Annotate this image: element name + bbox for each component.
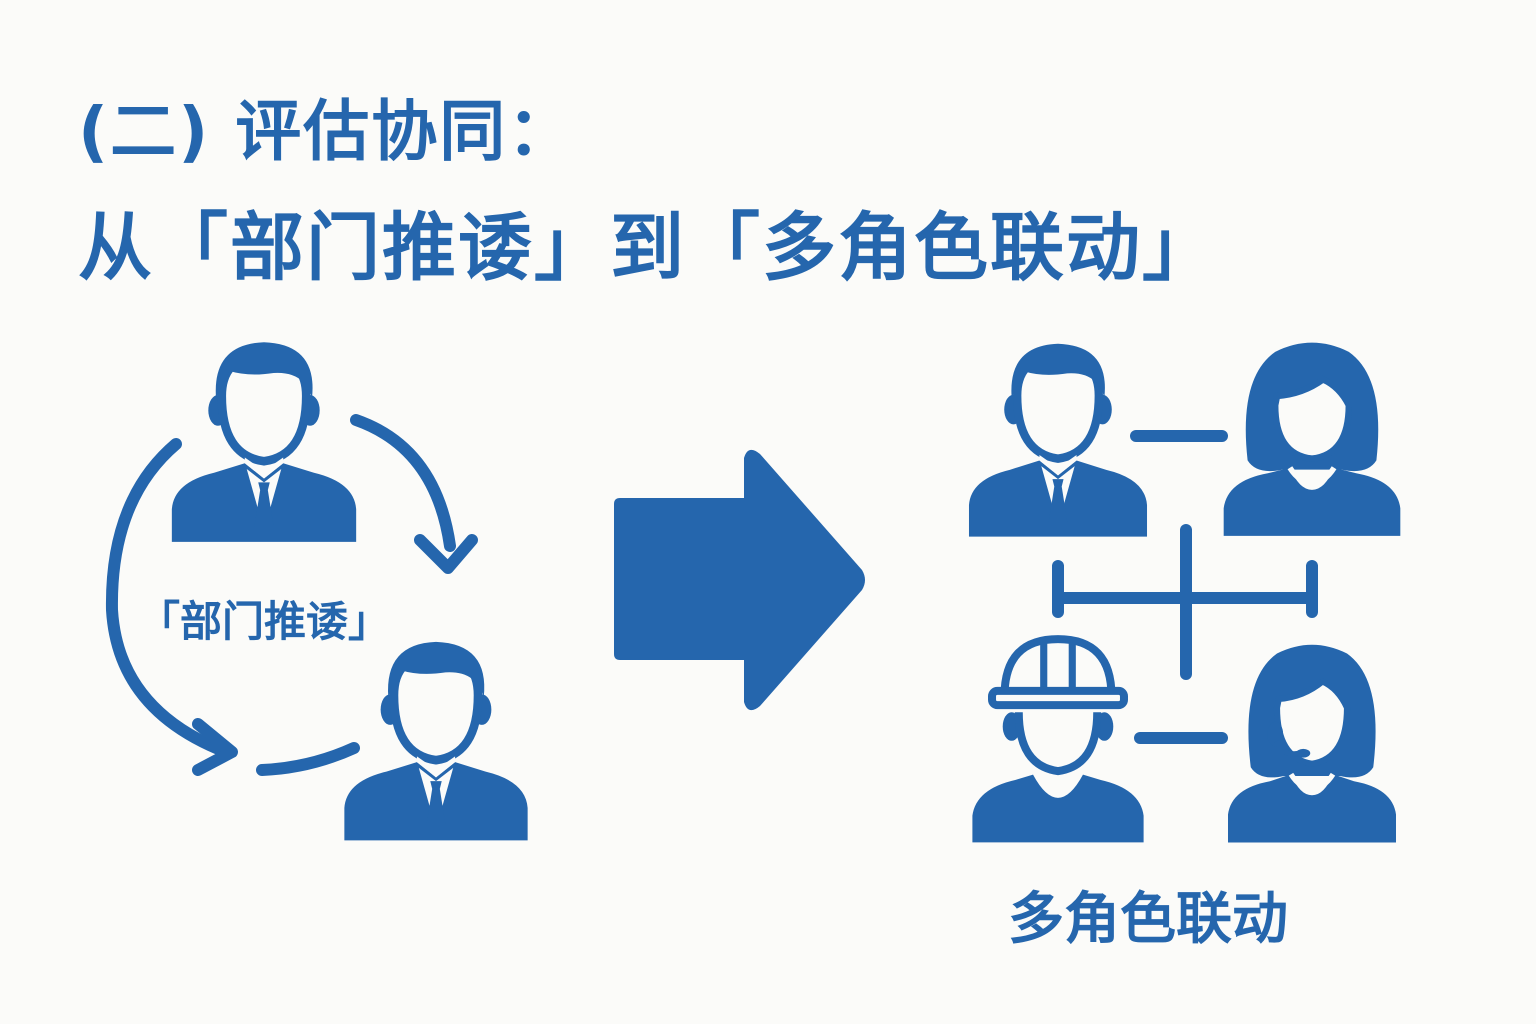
right-panel [969, 343, 1400, 843]
left-caption: 「部门推诿」 [138, 597, 391, 646]
businessman-icon [969, 344, 1147, 537]
woman-icon [1224, 343, 1401, 536]
worker-hardhat-icon [972, 639, 1143, 842]
circular-arrow-icon [105, 414, 478, 776]
businessman-icon [172, 342, 356, 542]
right-caption: 多角色联动 [1008, 887, 1288, 952]
title-line-2: 从「部门推诿」到「多角色联动」 [78, 205, 1218, 291]
title-line-1: (二) 评估协同： [78, 93, 576, 170]
connector-lines [1052, 430, 1318, 744]
left-panel [105, 342, 528, 841]
businessman-icon [344, 642, 527, 841]
woman-headset-icon [1228, 645, 1396, 843]
right-arrow-icon [614, 449, 865, 711]
